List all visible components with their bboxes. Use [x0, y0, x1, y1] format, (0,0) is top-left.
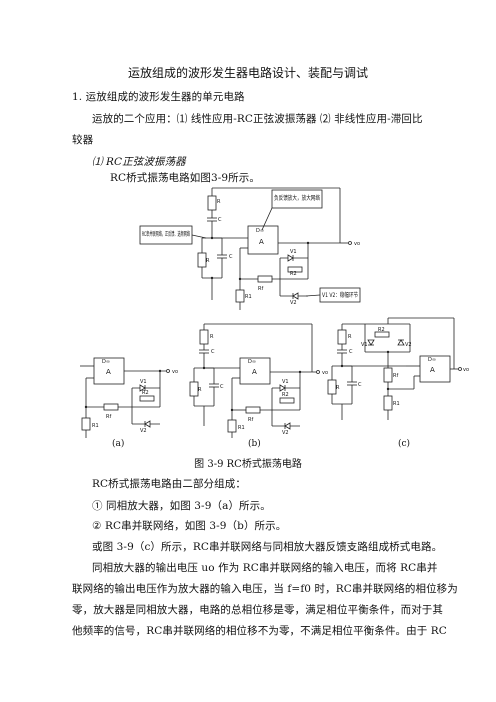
page-title: 运放组成的波形发生器电路设计、装配与调试 — [127, 66, 368, 80]
fig-a-label: (a) — [112, 438, 124, 449]
paragraph-line-4: 他频率的信号，RC串并联网络的相位移不为零，不满足相位平衡条件。由于 RC — [72, 625, 447, 637]
top-label-R2: R2 — [290, 271, 297, 277]
top-label-vo: vo — [354, 241, 360, 247]
circuit-top-diode-symbols — [287, 254, 299, 300]
paragraph-line-1: 同相放大器的输出电压 uo 作为 RC串并联网络的输入电压，而将 RC串并 — [92, 562, 438, 574]
top-label-V2: V2 — [290, 300, 297, 306]
top-label-V1: V1 — [290, 249, 297, 255]
circuit-top-annotation-boxes — [139, 189, 361, 303]
top-label-R1: R1 — [245, 294, 252, 300]
top-label-Rf: Rf — [258, 286, 263, 292]
svg-text:V2: V2 — [405, 342, 412, 348]
circuit-top-wires — [197, 187, 352, 310]
top-label-R-lower: R — [206, 258, 210, 264]
intro-line-2: 较器 — [72, 134, 94, 146]
svg-text:C: C — [220, 384, 224, 390]
svg-text:Rf: Rf — [393, 373, 398, 379]
svg-text:vo: vo — [463, 367, 469, 373]
svg-text:C: C — [211, 349, 215, 355]
svg-text:C: C — [358, 382, 362, 388]
svg-text:D∞: D∞ — [428, 357, 436, 363]
svg-text:V1: V1 — [140, 379, 147, 385]
top-label-C-lower: C — [229, 254, 233, 260]
svg-text:Rf: Rf — [106, 414, 111, 420]
svg-text:A: A — [430, 366, 435, 374]
svg-text:R2: R2 — [378, 327, 385, 333]
fig-c-label: (c) — [398, 438, 410, 449]
top-note-amp: 负反馈放大，放大网络 — [274, 194, 320, 202]
svg-text:R1: R1 — [92, 423, 99, 429]
top-label-C: C — [218, 217, 222, 223]
svg-text:A: A — [252, 368, 257, 376]
top-note-diode: V1 V2：稳幅环节 — [322, 291, 358, 299]
svg-text:R2: R2 — [142, 390, 149, 396]
list-item-1: ① 同相放大器，如图 3-9（a）所示。 — [92, 500, 271, 512]
svg-text:D∞: D∞ — [102, 359, 110, 365]
intro-line-1: 运放的二个应用：⑴ 线性应用-RC正弦波振荡器 ⑵ 非线性应用-滞回比 — [92, 113, 423, 125]
paragraph-line-3: 零，放大器是同相放大器，电路的总相位移是零，满足相位平衡条件，而对于其 — [72, 604, 443, 616]
svg-text:R: R — [210, 334, 214, 340]
svg-text:vo: vo — [322, 370, 328, 376]
svg-text:R1: R1 — [393, 401, 400, 407]
svg-text:V1: V1 — [282, 379, 289, 385]
paragraph-parts: RC桥式振荡电路由二部分组成： — [92, 478, 246, 490]
subsection-heading: ⑴ RC正弦波振荡器 — [92, 156, 186, 168]
figure-caption: 图 3-9 RC桥式振荡电路 — [194, 459, 302, 470]
svg-text:R2: R2 — [282, 392, 289, 398]
svg-text:V1: V1 — [361, 342, 368, 348]
top-note-rc: RC串并联网络，正反馈、选频网络 — [142, 230, 190, 238]
top-label-A: A — [259, 238, 264, 246]
svg-text:R: R — [198, 387, 202, 393]
svg-text:Rf: Rf — [248, 417, 253, 423]
paragraph-line-2: 联网络的输出电压作为放大器的输入电压，当 f=f0 时，RC串并联网络的相位移为 — [72, 583, 458, 595]
svg-text:V2: V2 — [282, 430, 289, 436]
top-label-dinf: D∞ — [256, 228, 264, 234]
svg-text:R1: R1 — [238, 425, 245, 431]
svg-text:vo: vo — [172, 369, 178, 375]
fig-b-label: (b) — [248, 438, 261, 449]
svg-text:A: A — [106, 368, 111, 376]
subsection-text: RC桥式振荡电路如图3-9所示。 — [110, 172, 260, 184]
paragraph-bridge: 或图 3-9（c）所示，RC串并联网络与同相放大器反馈支路组成桥式电路。 — [92, 541, 443, 553]
svg-text:R: R — [336, 385, 340, 391]
svg-text:C: C — [349, 349, 353, 355]
top-label-R: R — [217, 199, 221, 205]
svg-text:R: R — [348, 334, 352, 340]
list-item-2: ② RC串并联网络，如图 3-9（b）所示。 — [92, 520, 287, 532]
svg-text:V2: V2 — [140, 428, 147, 434]
svg-text:D∞: D∞ — [248, 359, 256, 365]
section-heading: 1. 运放组成的波形发生器的单元电路 — [72, 91, 245, 103]
